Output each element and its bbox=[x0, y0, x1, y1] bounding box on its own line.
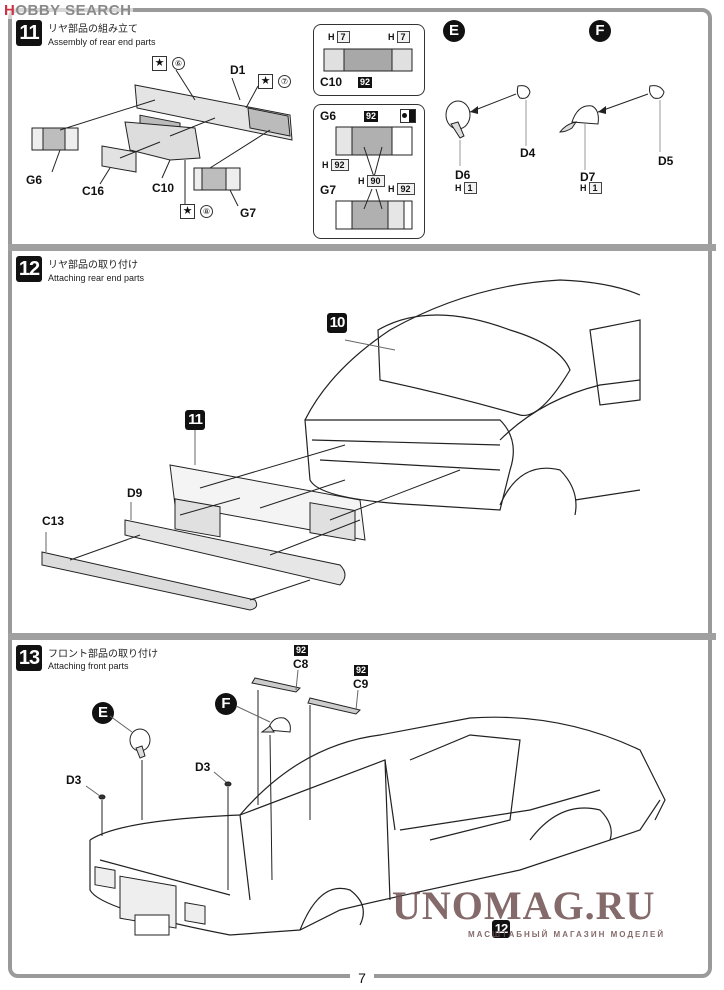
g6-lens bbox=[31, 127, 79, 151]
part-label-d3-right: D3 bbox=[195, 760, 211, 774]
step-title-jp: フロント部品の取り付け bbox=[48, 649, 158, 660]
step-title-en: Assembly of rear end parts bbox=[48, 37, 156, 47]
section-divider-11-12 bbox=[8, 244, 716, 251]
part-label-c10: C10 bbox=[152, 181, 175, 195]
metallic-icon bbox=[400, 109, 416, 123]
g6-color-92: 92 bbox=[364, 111, 379, 122]
step-number-badge: 13 bbox=[16, 645, 42, 671]
step-number-badge: 12 bbox=[16, 256, 42, 282]
star-icon: ★ bbox=[258, 74, 273, 89]
unomag-watermark: UNOMAG.RU bbox=[392, 883, 656, 928]
step-title-jp: リヤ部品の組み立て bbox=[48, 24, 138, 35]
sub-assembly-e-ref: E bbox=[92, 702, 114, 724]
ref-badge-11: 11 bbox=[185, 410, 205, 430]
g7-label: G7 bbox=[320, 183, 337, 197]
step-title-jp: リヤ部品の取り付け bbox=[48, 260, 138, 271]
marker-7: ⑦ bbox=[278, 75, 291, 88]
marker-8: ⑧ bbox=[200, 205, 213, 218]
sub-assembly-f-badge: F bbox=[589, 20, 611, 42]
marker-6: ⑥ bbox=[172, 57, 185, 70]
c16-lens bbox=[101, 145, 137, 173]
hobby-search-watermark: HOBBY SEARCH bbox=[2, 2, 134, 19]
part-label-d9: D9 bbox=[127, 486, 143, 500]
part-label-d5: D5 bbox=[658, 154, 674, 168]
d9-bumper bbox=[124, 519, 346, 586]
sub-assembly-e-badge: E bbox=[443, 20, 465, 42]
sub-assembly-f-ref: F bbox=[215, 693, 237, 715]
ref-badge-10: 10 bbox=[327, 313, 347, 333]
c9-color-92: 92 bbox=[354, 665, 369, 676]
section-divider-12-13 bbox=[8, 633, 716, 640]
part-label-d3-left: D3 bbox=[66, 773, 82, 787]
part-label-d1: D1 bbox=[230, 63, 246, 77]
g6-label: G6 bbox=[320, 109, 337, 123]
step-title-en: Attaching rear end parts bbox=[48, 273, 145, 283]
part-label-g7: G7 bbox=[240, 206, 257, 220]
part-label-c9: C9 bbox=[353, 677, 369, 691]
star-icon: ★ bbox=[180, 204, 195, 219]
unomag-watermark-subtitle: МАСШТАБНЫЙ МАГАЗИН МОДЕЛЕЙ bbox=[468, 930, 666, 939]
part-label-c13: C13 bbox=[42, 514, 65, 528]
part-label-c8: C8 bbox=[293, 657, 309, 671]
rear-light-assembly bbox=[169, 464, 366, 542]
part-label-g6: G6 bbox=[26, 173, 43, 187]
ref-badge-12: 12 bbox=[492, 920, 510, 938]
part-label-d4: D4 bbox=[520, 146, 536, 160]
star-icon: ★ bbox=[152, 56, 167, 71]
c10-color-diagram bbox=[323, 48, 413, 72]
c10-color-92: 92 bbox=[358, 77, 373, 88]
c13-bumper bbox=[41, 551, 258, 611]
part-label-d6: D6 bbox=[455, 168, 471, 182]
c10-label: C10 bbox=[320, 75, 343, 89]
g7-lens bbox=[193, 167, 241, 191]
step-title-en: Attaching front parts bbox=[48, 661, 129, 671]
part-label-d7: D7 bbox=[580, 170, 596, 184]
g6-g7-color-diagram bbox=[335, 126, 413, 230]
page-number: 7 bbox=[350, 970, 374, 986]
step-number-badge: 11 bbox=[16, 20, 42, 46]
part-label-c16: C16 bbox=[82, 184, 105, 198]
c8-color-92: 92 bbox=[294, 645, 309, 656]
